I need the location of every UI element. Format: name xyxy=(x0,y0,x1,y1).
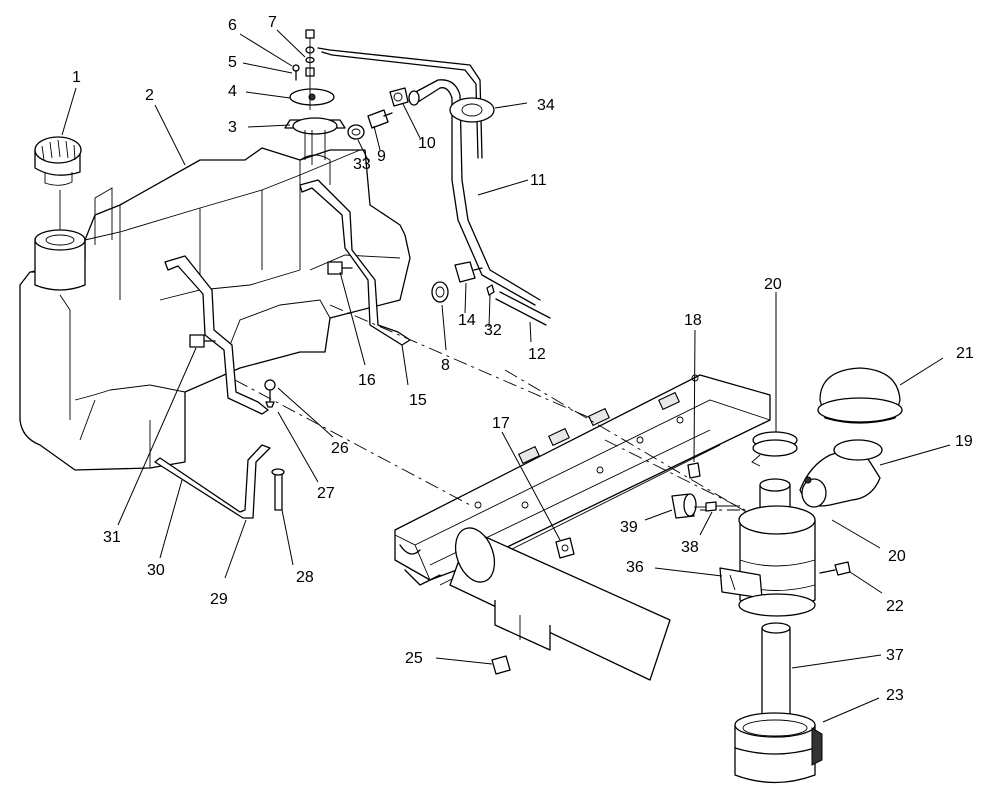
callout-15: 15 xyxy=(409,392,427,409)
line-fittings xyxy=(431,261,551,326)
tank-hardware xyxy=(189,261,353,511)
callout-3: 3 xyxy=(228,119,237,136)
callout-37: 37 xyxy=(886,647,904,664)
callout-18: 18 xyxy=(684,312,702,329)
callout-16: 16 xyxy=(358,372,376,389)
callout-11: 11 xyxy=(530,172,547,189)
callout-17: 17 xyxy=(492,415,510,432)
callout-39: 39 xyxy=(620,519,638,536)
callout-20a: 20 xyxy=(764,276,782,293)
callout-27: 27 xyxy=(317,485,335,502)
callout-36: 36 xyxy=(626,559,644,576)
callout-31: 31 xyxy=(103,529,121,546)
tank-hold-down-strap xyxy=(154,444,271,519)
tank-straps xyxy=(164,179,411,415)
callout-labels: 1 2 3 4 5 6 7 8 9 10 11 12 14 15 16 17 1… xyxy=(72,14,974,704)
callout-4: 4 xyxy=(228,83,237,100)
fuel-tank xyxy=(19,147,411,471)
frame-rail xyxy=(394,374,771,586)
callout-5: 5 xyxy=(228,54,237,71)
fuel-sender xyxy=(284,29,346,185)
fuel-cap xyxy=(34,136,82,186)
callout-9: 9 xyxy=(377,148,386,165)
callout-26: 26 xyxy=(331,440,349,457)
leader-lines xyxy=(61,29,951,723)
callout-14: 14 xyxy=(458,312,476,329)
callout-1: 1 xyxy=(72,69,81,86)
callout-23: 23 xyxy=(886,687,904,704)
callout-25: 25 xyxy=(405,650,423,667)
center-lines xyxy=(234,304,766,521)
callout-33: 33 xyxy=(353,156,371,173)
callout-22: 22 xyxy=(886,598,904,615)
callout-8: 8 xyxy=(441,357,450,374)
callout-6: 6 xyxy=(228,17,237,34)
callout-30: 30 xyxy=(147,562,165,579)
callout-38: 38 xyxy=(681,539,699,556)
callout-28: 28 xyxy=(296,569,314,586)
callout-19: 19 xyxy=(955,433,973,450)
air-cleaner xyxy=(491,367,903,784)
fuel-fittings xyxy=(347,87,409,140)
fuel-hose xyxy=(317,47,541,306)
callout-34: 34 xyxy=(537,97,555,114)
callout-21: 21 xyxy=(956,345,974,362)
callout-32: 32 xyxy=(484,322,502,339)
grommet xyxy=(449,97,495,123)
callout-12: 12 xyxy=(528,346,546,363)
callout-29: 29 xyxy=(210,591,228,608)
axle-tube xyxy=(449,527,671,681)
callout-10: 10 xyxy=(418,135,436,152)
callout-20b: 20 xyxy=(888,548,906,565)
callout-7: 7 xyxy=(268,14,277,31)
callout-2: 2 xyxy=(145,87,154,104)
